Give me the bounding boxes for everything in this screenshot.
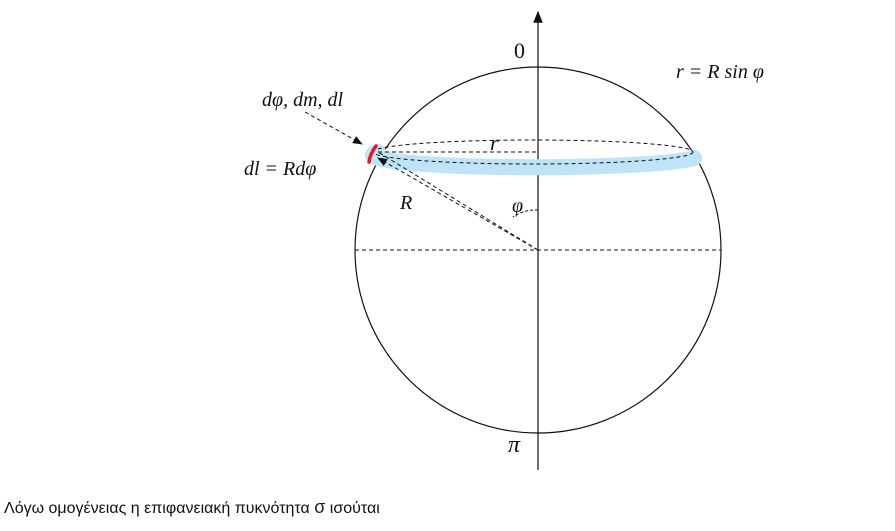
sphere-radius-label: R (399, 192, 412, 214)
caption-symbol: σ (314, 497, 326, 517)
ring-radius-label: r (490, 130, 499, 155)
element-arc (367, 144, 378, 164)
sphere-radius-arrow (377, 157, 539, 251)
caption-tail: ισούται (329, 500, 380, 517)
sphere-radius-line (377, 151, 539, 251)
caption-text: Λόγω ομογένειας η επιφανειακή πυκνότητα (4, 500, 310, 517)
element-pointer-arrow (304, 111, 363, 145)
ring-band (365, 144, 702, 176)
top-pole-label: 0 (514, 38, 525, 63)
angle-label: φ (512, 195, 523, 217)
radius-formula: r = R sin φ (676, 61, 764, 83)
arc-length-label: dl = Rdφ (244, 158, 316, 180)
angle-arc (512, 209, 539, 218)
bottom-pole-label: π (508, 432, 521, 458)
caption: Λόγω ομογένειας η επιφανειακή πυκνότητα … (4, 497, 380, 518)
element-label: dφ, dm, dl (262, 89, 344, 111)
